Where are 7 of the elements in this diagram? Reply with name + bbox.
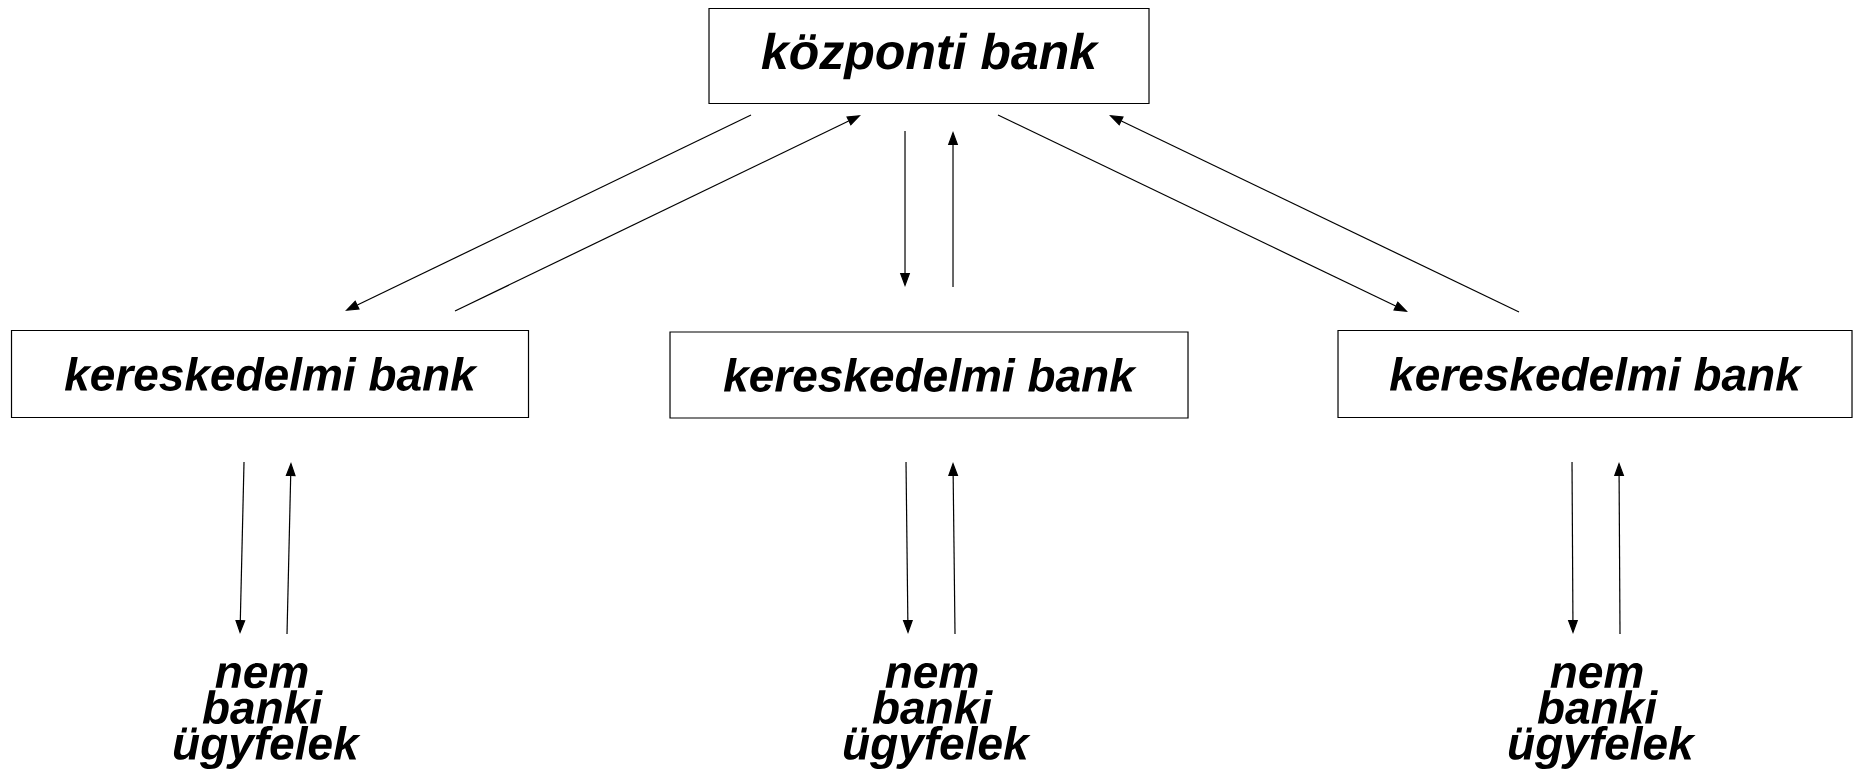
bank-box: központi bank bbox=[708, 7, 1150, 105]
bank-box: kereskedelmi bank bbox=[1337, 329, 1853, 419]
client-label: nem banki ügyfelek bbox=[173, 663, 361, 769]
bank-box: kereskedelmi bank bbox=[10, 329, 530, 419]
client-label: nem banki ügyfelek bbox=[1508, 663, 1696, 769]
client-label: nem banki ügyfelek bbox=[843, 663, 1031, 769]
bank-box: kereskedelmi bank bbox=[669, 331, 1189, 419]
